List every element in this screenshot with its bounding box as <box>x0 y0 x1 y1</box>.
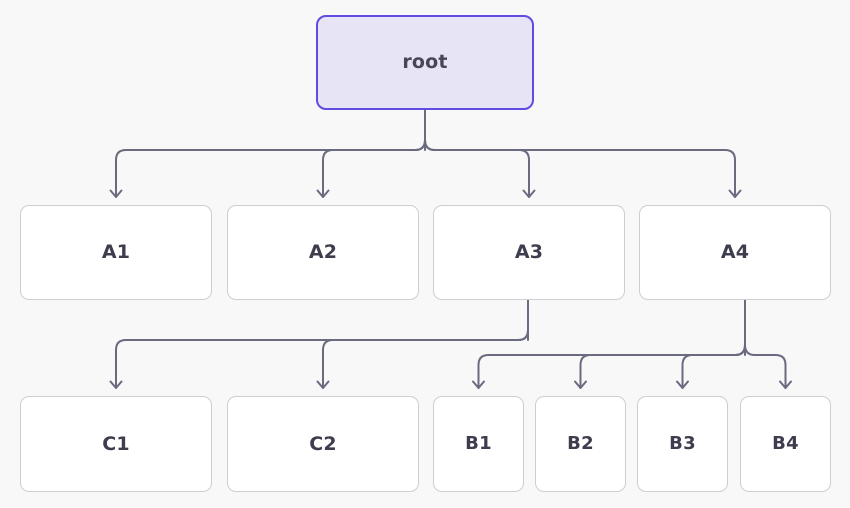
edge-A4-to-B4 <box>754 354 787 389</box>
node-label-c1: C1 <box>102 432 130 455</box>
node-root[interactable]: root <box>316 15 534 110</box>
edge-corner-root-A4 <box>424 139 436 151</box>
node-a4[interactable]: A4 <box>639 205 831 300</box>
edge-corner-A3-C1 <box>517 329 529 341</box>
edge-corner-A4-B3 <box>734 344 746 356</box>
node-label-a1: A1 <box>101 241 131 263</box>
edge-root-to-A1 <box>115 149 416 198</box>
node-b2[interactable]: B2 <box>535 396 626 492</box>
node-label-a2: A2 <box>308 241 338 263</box>
node-a1[interactable]: A1 <box>20 205 212 300</box>
arrowhead-B1 <box>472 380 485 389</box>
edge-corner-A4-B4 <box>744 344 756 356</box>
edge-corner-A4-B1 <box>734 344 746 356</box>
arrowhead-A3 <box>522 189 536 198</box>
edge-corner-root-A2 <box>414 139 426 151</box>
arrowhead-C2 <box>316 380 330 389</box>
node-b4[interactable]: B4 <box>740 396 831 492</box>
arrowhead-A4 <box>728 189 742 198</box>
edge-A4-to-B2 <box>579 354 736 389</box>
arrowhead-B2 <box>574 380 587 389</box>
node-c1[interactable]: C1 <box>20 396 212 492</box>
node-label-b3: B3 <box>669 433 696 454</box>
node-label-c2: C2 <box>309 432 337 455</box>
node-label-b4: B4 <box>772 433 799 454</box>
edge-corner-A4-B2 <box>734 344 746 356</box>
edge-corner-root-A1 <box>414 139 426 151</box>
node-label-b2: B2 <box>567 433 594 454</box>
arrowhead-A2 <box>316 189 330 198</box>
edge-corner-root-A3 <box>424 139 436 151</box>
arrowhead-B4 <box>779 380 792 389</box>
edge-root-to-A2 <box>322 149 416 198</box>
node-label-a4: A4 <box>720 241 750 263</box>
edge-A3-to-C2 <box>322 339 519 389</box>
arrowhead-B3 <box>676 380 689 389</box>
node-b3[interactable]: B3 <box>637 396 728 492</box>
edge-A3-to-C1 <box>115 339 519 389</box>
edge-A4-to-B1 <box>477 354 736 389</box>
node-b1[interactable]: B1 <box>433 396 524 492</box>
node-a3[interactable]: A3 <box>433 205 625 300</box>
edge-corner-A3-C2 <box>517 329 529 341</box>
node-label-root: root <box>402 51 448 73</box>
node-c2[interactable]: C2 <box>227 396 419 492</box>
node-label-b1: B1 <box>465 433 492 454</box>
node-label-a3: A3 <box>514 241 544 263</box>
node-a2[interactable]: A2 <box>227 205 419 300</box>
arrowhead-A1 <box>109 189 123 198</box>
edge-root-to-A3 <box>434 149 530 198</box>
edge-root-to-A4 <box>434 149 736 198</box>
edge-A4-to-B3 <box>681 354 736 389</box>
arrowhead-C1 <box>109 380 123 389</box>
